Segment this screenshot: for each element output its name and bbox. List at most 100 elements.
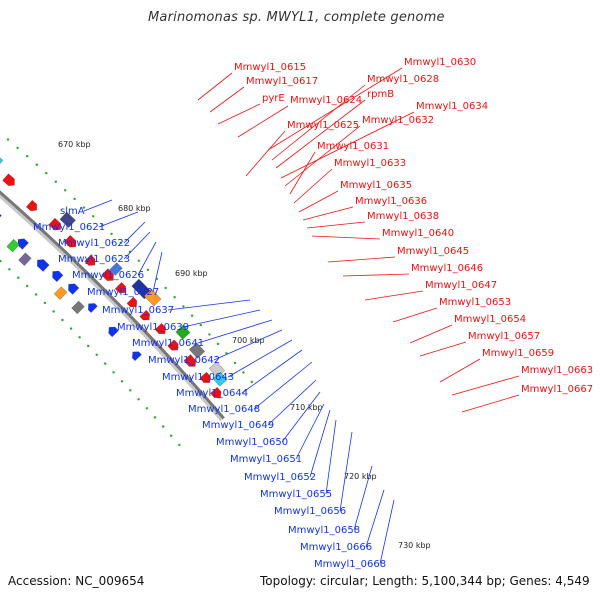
forward-gene-mark-shape (2, 173, 15, 187)
reverse-leader-line (167, 299, 251, 311)
inner-guide-dot (112, 371, 115, 374)
forward-gene-mark-shape (101, 268, 114, 282)
inner-guide-dot (8, 268, 11, 271)
forward-gene-mark (2, 173, 15, 187)
inner-guide-dot (17, 276, 20, 279)
reverse-leader-line (353, 465, 373, 531)
outer-guide-dot (199, 323, 202, 327)
inner-guide-dot (0, 259, 2, 263)
forward-feature-box (109, 262, 123, 276)
outer-guide-dot (216, 342, 220, 346)
reverse-leader-line (137, 241, 157, 276)
reverse-gene-label: Mmwyl1_0626 (72, 270, 144, 281)
topology-label: Topology: circular; Length: 5,100,344 bp… (260, 574, 590, 588)
inner-guide-dot (120, 380, 124, 383)
forward-gene-mark (209, 386, 222, 399)
forward-gene-label: pyrE (262, 93, 285, 104)
outer-guide-dot (82, 206, 86, 209)
tick-label: 710 kbp (290, 403, 323, 412)
outer-guide-dot (110, 232, 113, 236)
inner-guide-dot (162, 425, 165, 428)
outer-guide-dot (242, 371, 245, 374)
forward-gene-label: Mmwyl1_0638 (367, 211, 439, 222)
forward-gene-label: Mmwyl1_0659 (482, 348, 554, 359)
reverse-gene-label: Mmwyl1_0668 (314, 559, 386, 570)
reverse-gene-label: Mmwyl1_0651 (230, 454, 302, 465)
forward-leader-line (419, 341, 467, 357)
forward-gene-mark-shape (126, 296, 138, 308)
tick-label: 690 kbp (175, 269, 208, 278)
reverse-gene-label: Mmwyl1_0642 (148, 355, 220, 366)
inner-guide-dot (95, 353, 98, 356)
forward-gene-mark (154, 322, 166, 335)
forward-leader-line (327, 256, 396, 263)
forward-gene-label: Mmwyl1_0636 (355, 196, 427, 207)
forward-gene-mark (167, 339, 179, 351)
forward-gene-label: Mmwyl1_0663 (521, 365, 593, 376)
inner-guide-dot (61, 318, 64, 322)
reverse-gene-mark (17, 238, 29, 250)
reverse-gene-label: Mmwyl1_0639 (117, 322, 189, 333)
tick-label: 700 kbp (232, 336, 265, 345)
forward-leader-line (289, 151, 316, 195)
forward-leader-line (284, 125, 361, 187)
forward-gene-label: Mmwyl1_0624 (290, 95, 362, 106)
backbone-shadow (0, 190, 225, 421)
forward-gene-mark-shape (63, 234, 77, 248)
reverse-gene-label: Mmwyl1_0641 (132, 338, 204, 349)
forward-leader-line (311, 235, 381, 240)
outer-guide-dot (119, 241, 123, 244)
reverse-leader-line (309, 409, 331, 478)
reverse-gene-label: slmA (60, 206, 85, 217)
forward-feature-box (143, 288, 162, 307)
forward-feature-box (59, 211, 76, 228)
forward-gene-label: Mmwyl1_0633 (334, 158, 406, 169)
outer-guide-dot (208, 333, 211, 336)
inner-guide-dot (129, 389, 132, 392)
forward-gene-label: Mmwyl1_0615 (234, 62, 306, 73)
forward-feature-box (175, 324, 191, 340)
reverse-leader-line (152, 251, 163, 293)
outer-guide-dot (63, 189, 67, 192)
inner-guide-dot (52, 310, 55, 313)
inner-guide-dot (26, 284, 29, 288)
inner-guide-dot (78, 336, 81, 339)
forward-gene-label: Mmwyl1_0667 (521, 384, 593, 395)
forward-leader-line (409, 324, 453, 344)
reverse-gene-mark (68, 283, 80, 295)
forward-gene-mark-shape (114, 281, 127, 294)
outer-guide-dot (16, 146, 19, 150)
forward-feature-box (212, 371, 228, 387)
forward-leader-line (461, 394, 520, 413)
inner-guide-dot (43, 301, 47, 305)
forward-leader-line (364, 290, 424, 301)
forward-leader-line (197, 72, 233, 101)
reverse-gene-mark (108, 326, 119, 338)
forward-gene-mark (139, 309, 150, 321)
reverse-gene-mark (0, 211, 2, 223)
forward-gene-mark (114, 281, 127, 294)
outer-guide-dot (35, 163, 38, 166)
outer-guide-dot (164, 286, 167, 290)
outer-guide-dot (182, 305, 185, 308)
forward-gene-label: Mmwyl1_0654 (454, 314, 526, 325)
forward-gene-mark (199, 371, 211, 383)
reverse-gene-label: Mmwyl1_0622 (58, 238, 130, 249)
reverse-leader-line (379, 499, 395, 565)
forward-gene-mark (126, 296, 138, 308)
reverse-gene-label: Mmwyl1_0648 (188, 404, 260, 415)
forward-gene-label: rpmB (367, 89, 394, 100)
reverse-leader-line (267, 379, 317, 426)
forward-gene-label: Mmwyl1_0635 (340, 180, 412, 191)
outer-guide-dot (233, 361, 237, 365)
reverse-gene-mark-shape (108, 326, 119, 338)
forward-gene-label: Mmwyl1_0653 (439, 297, 511, 308)
forward-gene-label: Mmwyl1_0632 (362, 115, 434, 126)
forward-gene-label: Mmwyl1_0646 (411, 263, 483, 274)
forward-leader-line (302, 206, 354, 221)
forward-gene-label: Mmwyl1_0617 (246, 76, 318, 87)
reverse-gene-mark-shape (52, 270, 64, 283)
reverse-gene-label: Mmwyl1_0621 (33, 222, 105, 233)
outer-guide-dot (26, 155, 29, 158)
reverse-leader-line (98, 211, 139, 228)
